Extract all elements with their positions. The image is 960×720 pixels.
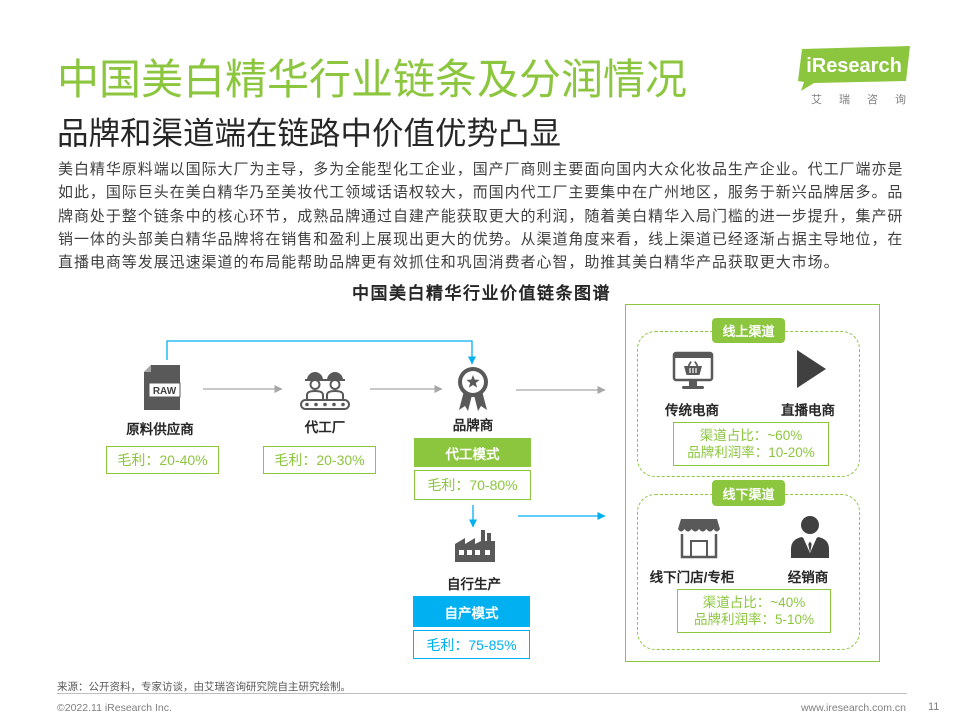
intro-paragraph: 美白精华原料端以国际大厂为主导，多为全能型化工企业，国产厂商则主要面向国内大众化… [58,158,918,274]
factory-window [467,550,472,555]
person-tie [808,541,812,552]
worker-right-head [329,379,341,390]
intro-line: 直播电商等发展迅速渠道的布局能帮助品牌更有效抓住和巩固消费者心智，助推其美白精华… [58,254,840,272]
factory-icon [455,530,495,562]
logo-chinese-name: 艾瑞咨询 [811,94,923,106]
monitor-header-bar [674,353,712,358]
offline-channels-stats: 渠道占比：~40% 品牌利润率：5-10% [677,589,831,633]
logo-wordmark: iResearch [806,55,902,77]
worker-left-head [309,379,321,390]
monitor-stand [689,380,697,386]
intro-line: 美白精华原料端以国际大厂为主导，多为全能型化工企业，国产厂商则主要面向国内大众化… [58,161,904,178]
online-channels-stats: 渠道占比：~60% 品牌利润率：10-20% [673,422,829,466]
online-channel-share: 渠道占比：~60% [699,428,803,443]
play-triangle [797,350,826,388]
oem-label: 代工厂 [304,420,346,435]
connector-supplier-to-brand [166,340,476,365]
basket-slats [689,368,697,373]
self-production-mode-badge: 自产模式 [413,596,530,627]
online-channels-title: 线上渠道 [712,318,785,343]
raw-file-icon: RAW [144,365,181,410]
raw-label-box [148,382,181,398]
brand-margin-box: 毛利：70-80% [414,470,531,500]
channel-label-traditional-ecommerce: 传统电商 [665,403,719,418]
conveyor-belt [300,399,350,410]
raw-badge-text: RAW [153,386,177,397]
online-brand-profit: 品牌利润率：10-20% [687,445,815,460]
factory-window [459,550,464,555]
channels-panel [625,304,880,662]
oem-margin-box: 毛利：20-30% [263,446,376,474]
store-door [690,540,708,558]
intro-line: 如此，国际巨头在美白精华乃至美妆代工领域话语权较大，而国内代工厂主要集中在广州地… [58,184,904,202]
worker-right-body [326,389,344,400]
oem-mode-badge: 代工模式 [414,438,531,467]
conveyor-roller [332,402,336,407]
factory-workers-icon [300,372,350,410]
offline-brand-profit: 品牌利润率：5-10% [693,612,815,627]
worker-right-helmet [327,372,343,380]
storefront-icon [678,519,720,559]
offline-channel-share: 渠道占比：~40% [702,595,806,610]
iresearch-logo: iResearch [798,46,910,91]
channel-label-live-ecommerce: 直播电商 [781,403,835,418]
basket-handle [687,361,699,367]
conveyor-roller [314,402,318,407]
source-note: 来源：公开资料，专家访谈，由艾瑞咨询研究院自主研究绘制。 [57,681,351,693]
footer-divider [57,693,907,694]
supplier-label: 原料供应商 [126,422,194,437]
medal-star [466,375,480,388]
logo-bubble [798,46,910,91]
page-subtitle: 品牌和渠道端在链路中价值优势凸显 [57,115,562,151]
conveyor-roller [305,402,309,407]
store-walls [680,534,718,559]
diagram-title: 中国美白精华行业价值链条图谱 [352,284,611,303]
person-head [801,516,819,534]
self-production-label: 自行生产 [447,577,501,592]
factory-window [485,550,490,555]
self-production-margin-box: 毛利：75-85% [413,630,530,659]
intro-line: 销一体的头部美白精华品牌将在销售和盈利上展现出更大的优势。从渠道角度来看，线上渠… [58,230,904,248]
intro-line: 牌商处于整个链条中的核心环节，成熟品牌通过自建产能获取更大的利润，随着美白精华入… [58,207,904,225]
monitor-shopping-basket-icon [672,351,714,389]
offline-channels-title: 线下渠道 [712,480,785,506]
monitor-base [682,386,704,389]
channel-label-dealer: 经销商 [787,570,829,585]
play-icon [797,350,826,388]
copyright: ©2022.11 iResearch Inc. [57,702,172,714]
brand-label: 品牌商 [452,418,494,433]
page-title: 中国美白精华行业链条及分润情况 [57,56,688,103]
businessman-icon [791,516,829,558]
medal-star-icon [458,367,488,411]
worker-left-body [306,389,324,400]
factory-window [475,550,480,555]
conveyor-roller [341,402,345,407]
conveyor-roller [323,402,327,407]
website-url: www.iresearch.com.cn [800,702,906,714]
channel-label-offline-store: 线下门店/专柜 [649,570,735,585]
worker-left-helmet [307,372,323,380]
supplier-margin-box: 毛利：20-40% [106,446,219,474]
raw-file-fold [144,365,151,372]
store-awning [678,519,720,532]
page-number: 11 [928,701,940,713]
factory-building [455,530,495,562]
